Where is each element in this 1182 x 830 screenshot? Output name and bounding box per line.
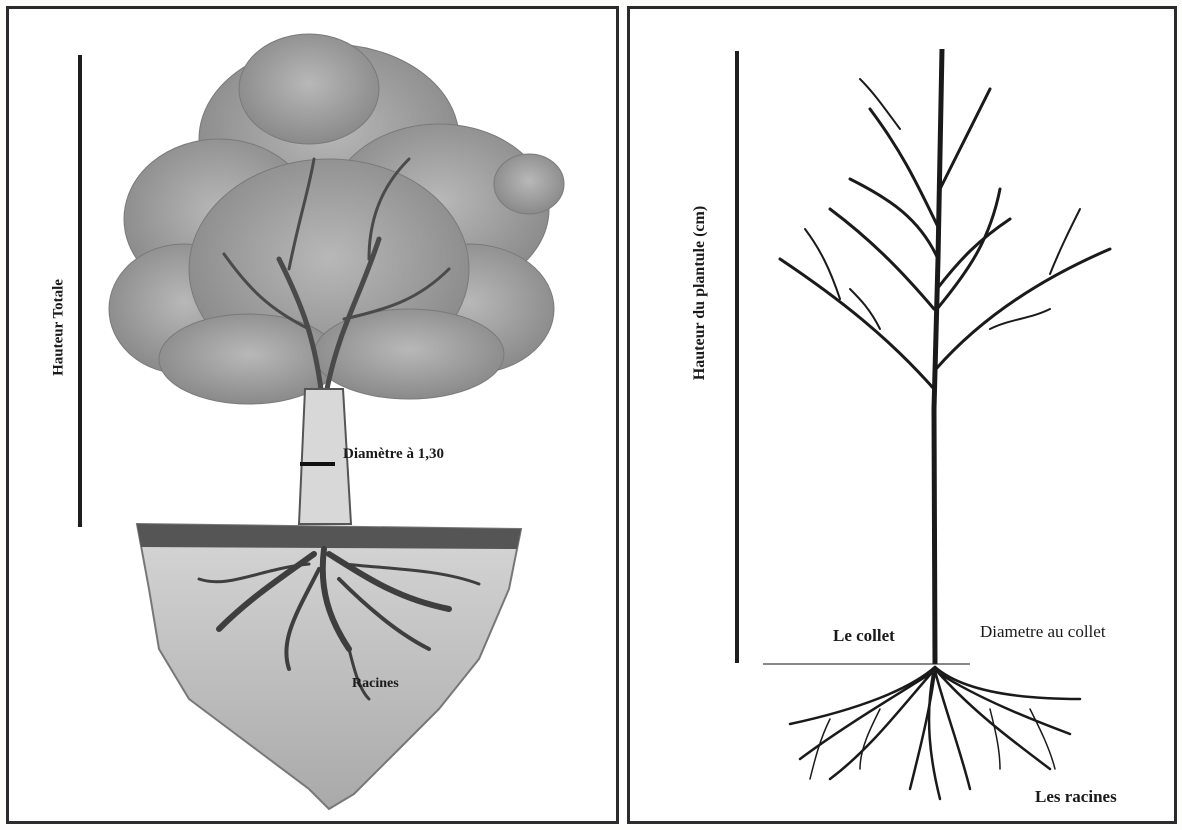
seedling-branches <box>780 79 1110 389</box>
seedling-illustration <box>630 9 1177 824</box>
mature-tree-panel: Hauteur Totale <box>6 6 619 824</box>
roots-label: Racines <box>352 676 399 692</box>
seedling-roots-label: Les racines <box>1035 787 1117 807</box>
mature-tree-illustration <box>9 9 619 824</box>
collar-label: Le collet <box>833 626 895 646</box>
collar-diameter-label: Diametre au collet <box>980 622 1106 642</box>
dbh-label: Diamètre à 1,30 <box>343 446 444 463</box>
seedling-stem <box>934 49 942 664</box>
soil-block <box>137 524 521 809</box>
seedling-roots <box>790 667 1080 799</box>
seedling-panel: Hauteur du plantule (cm) <box>627 6 1177 824</box>
